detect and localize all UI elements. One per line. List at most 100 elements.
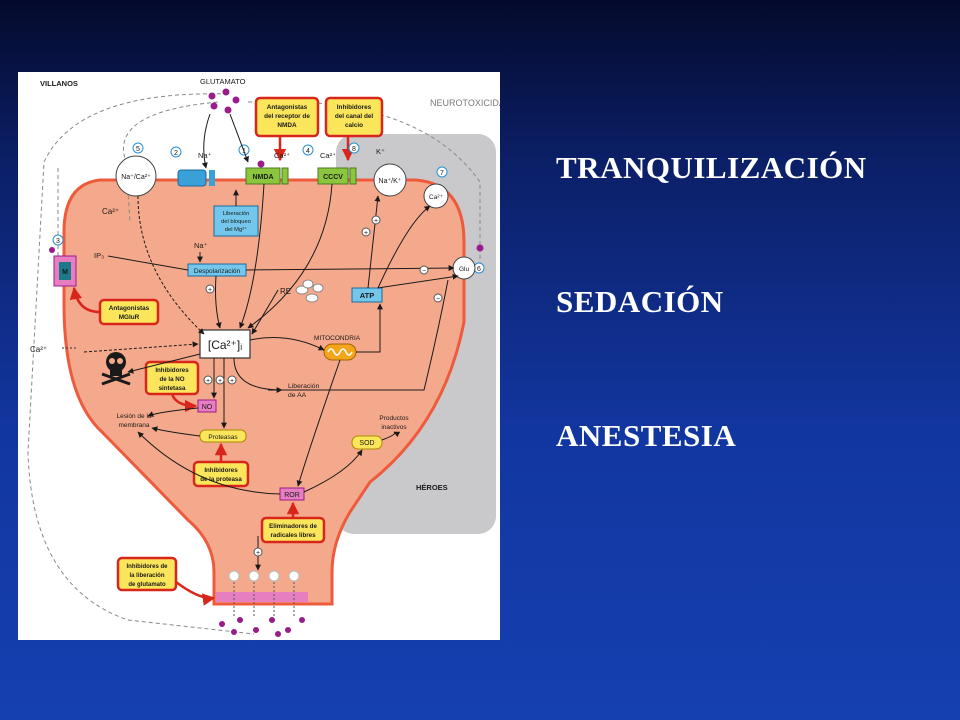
- svg-text:Inhibidores: Inhibidores: [204, 467, 238, 474]
- ror-box: ROR: [279, 487, 305, 501]
- svg-text:Antagonistas: Antagonistas: [267, 104, 308, 111]
- svg-text:de glutamato: de glutamato: [128, 582, 166, 588]
- na-ca-exchanger: Na⁺/Ca²⁺: [115, 155, 157, 197]
- svg-text:Despolarización: Despolarización: [194, 268, 241, 275]
- svg-text:Ca²⁺: Ca²⁺: [429, 194, 443, 201]
- skull-icon: [101, 352, 131, 386]
- regulation-signs: + + + − − + + + +: [203, 215, 443, 557]
- svg-text:del Mg²⁺: del Mg²⁺: [225, 226, 247, 233]
- vesicle-dashes: [233, 582, 295, 616]
- svg-text:+: +: [230, 378, 234, 385]
- svg-text:ATP: ATP: [360, 291, 374, 300]
- svg-text:3: 3: [56, 238, 60, 245]
- svg-text:−: −: [436, 296, 440, 303]
- svg-text:NO: NO: [202, 404, 213, 411]
- svg-text:Na⁺/Ca²⁺: Na⁺/Ca²⁺: [121, 174, 151, 181]
- protease-inhibitors-box: Inhibidores de la proteasa: [192, 460, 250, 488]
- depolarization-box: Despolarización: [187, 263, 247, 277]
- svg-text:K⁺: K⁺: [376, 147, 385, 156]
- svg-text:[Ca²⁺]ᵢ: [Ca²⁺]ᵢ: [208, 338, 242, 352]
- svg-text:NMDA: NMDA: [277, 122, 297, 129]
- step-numbers: 1 2 3 4 5 6 7 8: [52, 142, 485, 274]
- svg-text:calcio: calcio: [345, 122, 363, 129]
- svg-text:Liberación: Liberación: [288, 383, 320, 390]
- faded-header-label: NEUROTOXICIDAD: [430, 98, 500, 108]
- svg-text:de AA: de AA: [288, 392, 307, 399]
- villains-label: VILLANOS: [40, 79, 78, 88]
- svg-text:del bloqueo: del bloqueo: [221, 219, 251, 225]
- svg-text:RE: RE: [280, 287, 291, 296]
- intracellular-calcium-box: [Ca²⁺]ᵢ: [199, 329, 251, 359]
- svg-text:+: +: [206, 378, 210, 385]
- red-arrow-mglur: [69, 286, 101, 314]
- svg-text:+: +: [364, 230, 368, 237]
- svg-text:M: M: [62, 269, 68, 276]
- calcium-channel-inhibitors-box: Inhibidores del canal del calcio: [324, 96, 384, 138]
- na-label-inner: Na⁺: [194, 241, 208, 250]
- svg-text:la liberación: la liberación: [129, 573, 164, 579]
- ca-label-outside: Ca²⁺: [30, 345, 47, 354]
- svg-text:+: +: [208, 287, 212, 294]
- na-channel: Na⁺: [177, 151, 215, 187]
- glutamate-dots-top: [208, 88, 240, 114]
- vesicles: [228, 570, 300, 582]
- proteases-box: Proteasas: [199, 429, 247, 443]
- outer-dashed-path: [27, 93, 255, 635]
- atp-box: ATP: [351, 287, 383, 303]
- glutamate-dots-bottom: [219, 617, 305, 637]
- svg-text:+: +: [374, 218, 378, 225]
- neurotoxicity-diagram: NEUROTOXICIDAD VILLANOS GLUTAMATO HÉROES: [18, 72, 500, 640]
- svg-text:membrana: membrana: [118, 422, 149, 429]
- aa-release-label: Liberación de AA: [288, 383, 320, 399]
- svg-text:Proteasas: Proteasas: [208, 434, 238, 441]
- na-k-pump: Na⁺/K⁺ K⁺: [373, 147, 407, 197]
- svg-text:Lesión de la: Lesión de la: [116, 413, 151, 420]
- svg-text:Inhibidores: Inhibidores: [155, 367, 189, 374]
- nmda-receptor: NMDA Ca²⁺: [245, 151, 290, 185]
- bullet-anesthesia: ANESTESIA: [556, 418, 737, 453]
- svg-text:NMDA: NMDA: [253, 174, 274, 181]
- svg-text:Na⁺: Na⁺: [198, 151, 212, 160]
- svg-text:CCCV: CCCV: [323, 174, 343, 181]
- ca-pump-right: Ca²⁺: [423, 183, 449, 209]
- bullet-sedation: SEDACIÓN: [556, 284, 724, 319]
- no-box: NO: [197, 399, 217, 413]
- sod-box: SOD: [351, 435, 383, 450]
- svg-text:8: 8: [352, 146, 356, 153]
- svg-text:radicales libres: radicales libres: [270, 532, 316, 539]
- radical-scavengers-box: Eliminadores de radicales libres: [260, 516, 326, 544]
- glutamate-label: GLUTAMATO: [200, 77, 246, 86]
- svg-text:del canal del: del canal del: [335, 113, 374, 120]
- svg-text:de la NO: de la NO: [159, 376, 184, 383]
- endoplasmic-reticulum: RE: [280, 279, 324, 303]
- svg-text:Liberación: Liberación: [223, 211, 250, 217]
- svg-text:4: 4: [306, 148, 310, 155]
- red-arrow-no: [170, 393, 198, 413]
- inactive-products-label: Productos inactivos: [379, 415, 409, 431]
- bullet-tranquilization: TRANQUILIZACIÓN: [556, 150, 867, 185]
- cccv-channel: CCCV Ca²⁺: [317, 151, 357, 185]
- svg-text:MGluR: MGluR: [119, 314, 140, 321]
- glu-transporter: Glu: [452, 244, 484, 280]
- svg-text:Ca²⁺: Ca²⁺: [320, 151, 336, 160]
- svg-text:2: 2: [174, 150, 178, 157]
- ip3-label: IP₃: [94, 251, 104, 260]
- neuron-cell-body: [62, 178, 466, 606]
- pathway-arrows: [83, 113, 459, 571]
- svg-text:inactivos: inactivos: [381, 424, 407, 431]
- ca-label-left: Ca²⁺: [102, 207, 119, 216]
- glutamate-release-inhibitors-box: Inhibidores de la liberación de glutamat…: [116, 556, 178, 592]
- svg-text:Antagonistas: Antagonistas: [109, 305, 150, 312]
- dashed-return-loop: [122, 101, 219, 223]
- svg-text:−: −: [422, 268, 426, 275]
- svg-text:+: +: [256, 550, 260, 557]
- svg-text:de la proteasa: de la proteasa: [200, 476, 242, 483]
- svg-text:+: +: [218, 378, 222, 385]
- svg-text:Eliminadores de: Eliminadores de: [269, 523, 317, 530]
- svg-text:MITOCONDRIA: MITOCONDRIA: [314, 335, 361, 342]
- no-synthase-inhibitors-box: Inhibidores de la NO sintetasa: [144, 360, 200, 396]
- svg-text:7: 7: [440, 170, 444, 177]
- svg-text:Ca²⁺: Ca²⁺: [274, 151, 290, 160]
- svg-text:SOD: SOD: [359, 440, 374, 447]
